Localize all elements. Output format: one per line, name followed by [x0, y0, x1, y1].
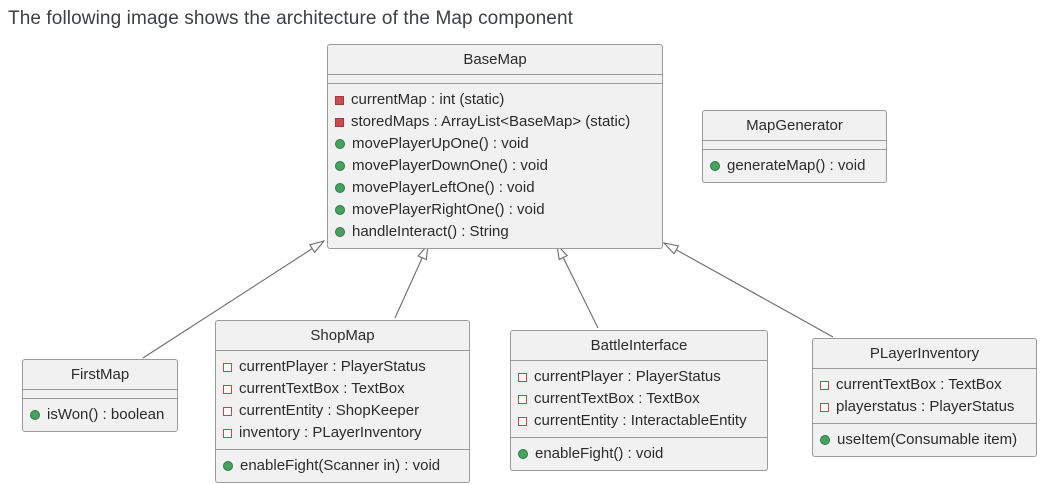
inheritance-arrow-playerinventory	[662, 242, 834, 338]
class-mapgenerator: MapGenerator generateMap() : void	[702, 110, 887, 183]
class-battleinterface: BattleInterface currentPlayer : PlayerSt…	[510, 330, 768, 471]
members-compartment: currentPlayer : PlayerStatus currentTextB…	[216, 350, 469, 449]
class-playerinventory: PLayerInventory currentTextBox : TextBox…	[812, 338, 1037, 457]
member-text: storedMaps : ArrayList<BaseMap> (static)	[351, 113, 631, 130]
class-basemap: BaseMap currentMap : int (static) storedM…	[327, 44, 663, 249]
member-row: movePlayerDownOne() : void	[335, 155, 655, 177]
member-text: enableFight(Scanner in) : void	[240, 457, 441, 474]
members-compartment: isWon() : boolean	[23, 398, 177, 431]
member-row: handleInteract() : String	[335, 221, 655, 243]
member-row: movePlayerUpOne() : void	[335, 133, 655, 155]
empty-compartment	[703, 140, 886, 149]
member-row: movePlayerLeftOne() : void	[335, 177, 655, 199]
public-method-icon	[820, 435, 830, 445]
public-method-icon	[710, 161, 720, 171]
private-field-icon	[518, 394, 527, 404]
empty-compartment	[328, 74, 662, 83]
private-field-icon	[518, 416, 527, 426]
member-text: currentPlayer : PlayerStatus	[239, 358, 426, 375]
member-text: movePlayerUpOne() : void	[352, 135, 529, 152]
static-private-field-icon	[335, 117, 344, 127]
class-body: generateMap() : void	[703, 140, 886, 182]
class-title: MapGenerator	[746, 117, 843, 134]
member-row: storedMaps : ArrayList<BaseMap> (static)	[335, 111, 655, 133]
member-text: movePlayerDownOne() : void	[352, 157, 548, 174]
class-body: currentPlayer : PlayerStatus currentTextB…	[511, 360, 767, 470]
member-text: currentTextBox : TextBox	[534, 390, 700, 407]
members-compartment: useItem(Consumable item)	[813, 423, 1036, 456]
members-compartment: enableFight(Scanner in) : void	[216, 449, 469, 482]
member-row: movePlayerRightOne() : void	[335, 199, 655, 221]
private-field-icon	[820, 380, 829, 390]
class-firstmap: FirstMap isWon() : boolean	[22, 359, 178, 432]
inheritance-arrow-shopmap	[394, 243, 429, 319]
member-text: currentTextBox : TextBox	[239, 380, 405, 397]
member-text: movePlayerLeftOne() : void	[352, 179, 535, 196]
member-text: useItem(Consumable item)	[837, 431, 1018, 448]
member-text: currentMap : int (static)	[351, 91, 505, 108]
members-compartment: currentTextBox : TextBox playerstatus : P…	[813, 368, 1036, 423]
class-title: BattleInterface	[590, 337, 688, 354]
private-field-icon	[223, 406, 232, 416]
member-row: currentPlayer : PlayerStatus	[518, 366, 760, 388]
members-compartment: enableFight() : void	[511, 437, 767, 470]
public-method-icon	[335, 183, 345, 193]
member-text: movePlayerRightOne() : void	[352, 201, 545, 218]
class-body: currentPlayer : PlayerStatus currentTextB…	[216, 350, 469, 482]
member-text: handleInteract() : String	[352, 223, 509, 240]
private-field-icon	[820, 402, 829, 412]
public-method-icon	[335, 227, 345, 237]
member-row: enableFight(Scanner in) : void	[223, 455, 462, 477]
page-title: The following image shows the architectu…	[8, 8, 573, 29]
member-row: isWon() : boolean	[30, 404, 170, 426]
public-method-icon	[335, 205, 345, 215]
static-private-field-icon	[335, 95, 344, 105]
member-text: enableFight() : void	[535, 445, 664, 462]
class-body: isWon() : boolean	[23, 389, 177, 431]
public-method-icon	[518, 449, 528, 459]
member-row: currentTextBox : TextBox	[518, 388, 760, 410]
member-row: enableFight() : void	[518, 443, 760, 465]
class-title: PLayerInventory	[869, 345, 980, 362]
member-row: currentPlayer : PlayerStatus	[223, 356, 462, 378]
member-row: currentEntity : InteractableEntity	[518, 410, 760, 432]
member-text: isWon() : boolean	[47, 406, 165, 423]
member-text: currentPlayer : PlayerStatus	[534, 368, 721, 385]
member-row: currentTextBox : TextBox	[223, 378, 462, 400]
member-text: generateMap() : void	[727, 157, 866, 174]
member-text: currentEntity : ShopKeeper	[239, 402, 420, 419]
member-row: currentMap : int (static)	[335, 89, 655, 111]
member-text: inventory : PLayerInventory	[239, 424, 422, 441]
public-method-icon	[30, 410, 40, 420]
private-field-icon	[223, 428, 232, 438]
inheritance-arrow-battleinterface	[556, 243, 599, 329]
member-text: currentTextBox : TextBox	[836, 376, 1002, 393]
member-row: inventory : PLayerInventory	[223, 422, 462, 444]
public-method-icon	[335, 139, 345, 149]
class-body: currentMap : int (static) storedMaps : Ar…	[328, 74, 662, 248]
member-text: playerstatus : PlayerStatus	[836, 398, 1015, 415]
private-field-icon	[518, 372, 527, 382]
public-method-icon	[335, 161, 345, 171]
members-compartment: currentMap : int (static) storedMaps : Ar…	[328, 83, 662, 248]
members-compartment: currentPlayer : PlayerStatus currentTextB…	[511, 360, 767, 437]
member-row: currentEntity : ShopKeeper	[223, 400, 462, 422]
public-method-icon	[223, 461, 233, 471]
member-row: playerstatus : PlayerStatus	[820, 396, 1029, 418]
member-row: useItem(Consumable item)	[820, 429, 1029, 451]
empty-compartment	[23, 389, 177, 398]
private-field-icon	[223, 362, 232, 372]
members-compartment: generateMap() : void	[703, 149, 886, 182]
member-row: currentTextBox : TextBox	[820, 374, 1029, 396]
private-field-icon	[223, 384, 232, 394]
member-row: generateMap() : void	[710, 155, 879, 177]
class-title: ShopMap	[310, 327, 375, 344]
member-text: currentEntity : InteractableEntity	[534, 412, 747, 429]
inheritance-arrow-firstmap	[142, 240, 326, 359]
class-body: currentTextBox : TextBox playerstatus : P…	[813, 368, 1036, 456]
class-title: FirstMap	[70, 366, 130, 383]
class-title: BaseMap	[463, 51, 527, 68]
